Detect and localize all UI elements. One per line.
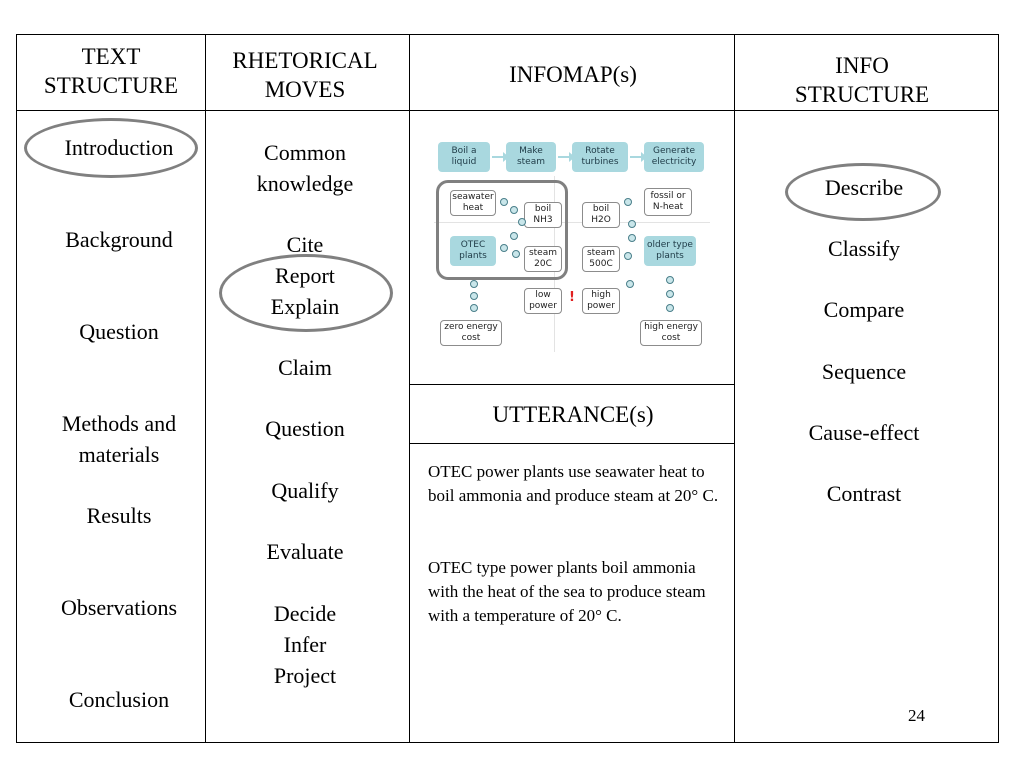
infomap-low-power: low power (524, 288, 562, 314)
infomap-connector-dot (470, 292, 478, 300)
table-border-left (16, 34, 17, 743)
infomap-fossil-n-heat: fossil or N-heat (644, 188, 692, 216)
infomap-connector-dot (666, 276, 674, 284)
infomap-connector-dot (624, 198, 632, 206)
infomap-arrow-2 (558, 152, 575, 162)
infomap-connector-dot (666, 290, 674, 298)
info-structure-cause-effect: Cause-effect (808, 420, 920, 445)
table-border-bottom (16, 742, 999, 743)
move-report: Report (275, 263, 335, 288)
text-structure-results: Results (86, 503, 152, 528)
infomap-steam-500c: steam 500C (582, 246, 620, 272)
highlight-oval-report-explain (219, 254, 393, 332)
header-info-structure: INFO STRUCTURE (794, 53, 930, 107)
info-structure-sequence: Sequence (821, 359, 907, 384)
infomap-connector-dot (512, 250, 520, 258)
infomap-make-steam: Make steam (506, 142, 556, 172)
infomap-steam-20c: steam 20C (524, 246, 562, 272)
info-structure-classify: Classify (827, 236, 901, 261)
move-question: Question (265, 416, 345, 441)
infomap-divider (409, 384, 735, 385)
utterance-divider (409, 443, 735, 444)
highlight-oval-describe (785, 163, 941, 221)
infomap-connector-dot (628, 234, 636, 242)
text-structure-introduction: Introduction (64, 135, 174, 160)
infomap-connector-dot (470, 304, 478, 312)
infomap-arrow-1 (492, 152, 509, 162)
infomap-otec-group-outline (436, 180, 568, 280)
info-structure-describe: Describe (824, 175, 904, 200)
infomap-connector-dot (510, 206, 518, 214)
text-structure-conclusion: Conclusion (68, 687, 170, 712)
highlight-oval-introduction (24, 118, 198, 178)
move-infer: Infer (283, 632, 327, 657)
infomap-generate-electricity: Generate electricity (644, 142, 704, 172)
move-explain: Explain (270, 294, 340, 319)
header-rhetorical-moves: RHETORICAL MOVES (232, 48, 378, 102)
move-decide: Decide (273, 601, 337, 626)
column-divider-2 (409, 34, 410, 743)
infomap-boil-h2o: boil H2O (582, 202, 620, 228)
header-utterance: UTTERANCE(s) (492, 402, 654, 427)
move-common-knowledge: Common knowledge (256, 140, 354, 196)
infomap-diagram: Boil a liquid Make steam Rotate turbines… (434, 136, 710, 352)
infomap-connector-dot (628, 220, 636, 228)
infomap-connector-dot (500, 198, 508, 206)
move-qualify: Qualify (271, 478, 339, 503)
move-claim: Claim (278, 355, 332, 380)
infomap-connector-dot (666, 304, 674, 312)
infomap-arrow-3 (630, 152, 647, 162)
table-border-top (16, 34, 999, 35)
text-structure-methods: Methods and materials (61, 411, 177, 467)
infomap-exclamation-mark: ! (569, 290, 575, 305)
infomap-connector-dot (624, 252, 632, 260)
table-border-right (998, 34, 999, 743)
move-project: Project (273, 663, 337, 688)
infomap-zero-energy-cost: zero energy cost (440, 320, 502, 346)
header-divider (16, 110, 999, 111)
info-structure-compare: Compare (823, 297, 905, 322)
infomap-older-type-plants: older type plants (644, 236, 696, 266)
infomap-connector-dot (470, 280, 478, 288)
infomap-otec-plants: OTEC plants (450, 236, 496, 266)
move-cite: Cite (286, 232, 324, 257)
page-number: 24 (908, 706, 925, 725)
text-structure-question: Question (79, 319, 159, 344)
column-divider-3 (734, 34, 735, 743)
infomap-seawater-heat: seawater heat (450, 190, 496, 216)
infomap-high-power: high power (582, 288, 620, 314)
header-text-structure: TEXT STRUCTURE (43, 44, 179, 98)
infomap-connector-dot (626, 280, 634, 288)
move-evaluate: Evaluate (266, 539, 344, 564)
utterance-1: OTEC power plants use seawater heat to b… (428, 462, 719, 505)
infomap-rotate-turbines: Rotate turbines (572, 142, 628, 172)
column-divider-1 (205, 34, 206, 743)
header-infomap: INFOMAP(s) (509, 62, 637, 87)
infomap-connector-dot (518, 218, 526, 226)
infomap-high-energy-cost: high energy cost (640, 320, 702, 346)
infomap-grid-horizontal (434, 222, 710, 223)
text-structure-background: Background (65, 227, 173, 252)
info-structure-contrast: Contrast (826, 481, 902, 506)
infomap-boil-a-liquid: Boil a liquid (438, 142, 490, 172)
text-structure-observations: Observations (60, 595, 178, 620)
infomap-connector-dot (510, 232, 518, 240)
utterance-2: OTEC type power plants boil ammonia with… (428, 558, 706, 625)
infomap-boil-nh3: boil NH3 (524, 202, 562, 228)
infomap-connector-dot (500, 244, 508, 252)
